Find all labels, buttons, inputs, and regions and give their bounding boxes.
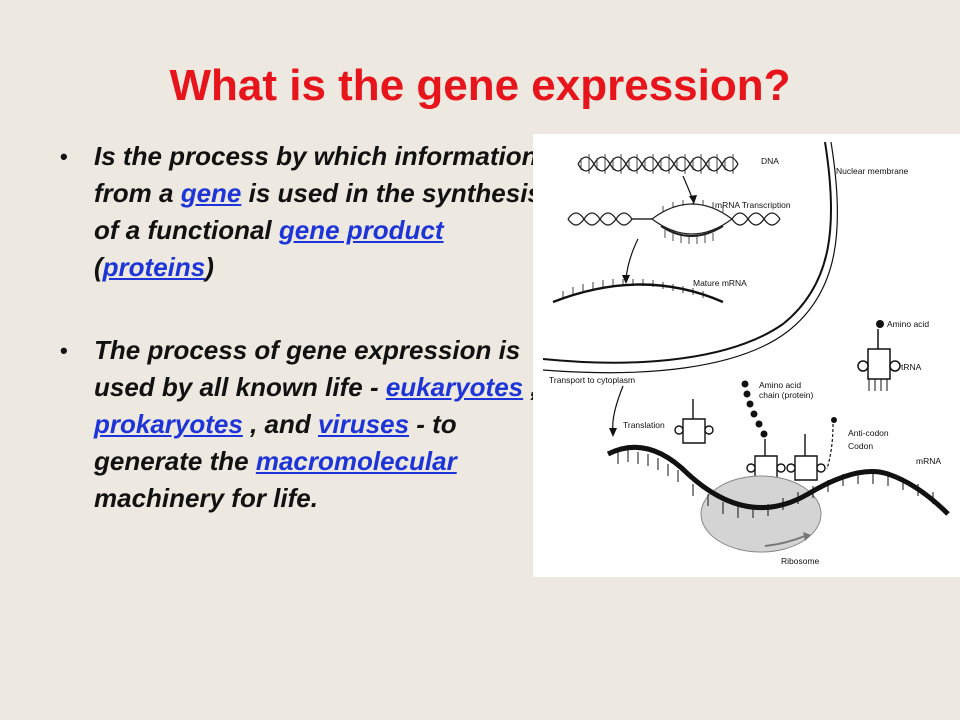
label-dna: DNA [761,156,779,166]
bullet-text: ) [205,252,214,282]
bullet-text: ( [94,252,103,282]
trna-on-mrna-icon [674,399,826,481]
arrow-head-icon [609,428,617,437]
gene-expression-diagram: DNA Nuclear membrane mRNA Transcription [533,134,960,577]
bullet-item-definition: • Is the process by which information fr… [60,138,560,286]
bullet-text: Is the process by which information from… [94,141,538,208]
bullet-text: machinery for life. [94,483,318,513]
label-amino-acid-chain-1: Amino acid [759,380,801,390]
arrow-ribosome-direction [764,535,806,547]
bullet-dot-icon: • [60,144,68,169]
link-proteins[interactable]: proteins [102,252,206,282]
label-amino-acid-chain-2: chain (protein) [759,390,814,400]
bullet-text: , and [242,409,318,439]
label-trna: tRNA [901,362,922,372]
bullet-text: The process of gene expression is used b… [94,335,521,402]
link-viruses[interactable]: viruses [317,409,410,439]
amino-acid-icon [876,320,884,328]
label-codon: Codon [848,441,873,451]
trna-icon [857,329,901,391]
label-transport: Transport to cytoplasm [549,375,635,385]
link-macromolecular[interactable]: macromolecular [255,446,457,476]
nuclear-membrane-outer [542,141,833,364]
link-gene-product[interactable]: gene product [278,215,444,245]
arrow-incoming-trna [826,423,834,470]
label-ribosome: Ribosome [781,556,820,566]
transcription-bubble-icon [567,199,781,244]
diagram-svg: DNA Nuclear membrane mRNA Transcription [542,141,950,566]
link-eukaryotes[interactable]: eukaryotes [385,372,524,402]
amino-acid-icon [831,417,837,423]
label-anti-codon: Anti-codon [848,428,889,438]
link-gene[interactable]: gene [180,178,242,208]
arrow-transport [612,385,624,432]
label-nuclear-membrane: Nuclear membrane [836,166,909,176]
slide-title: What is the gene expression? [169,61,791,110]
arrow-head-icon [803,532,811,541]
nuclear-membrane-inner [542,141,839,374]
label-mrna-transcription: mRNA Transcription [715,200,791,210]
label-amino-acid: Amino acid [887,319,929,329]
mature-mrna-icon [552,279,724,304]
mrna-strand-icon [606,444,950,518]
bullet-item-usage: • The process of gene expression is used… [60,332,560,517]
arrow-head-icon [622,275,630,284]
bullet-text: is used in the synthesis of a functional [94,178,542,245]
bullet-dot-icon: • [60,338,68,363]
label-translation: Translation [623,420,665,430]
ribosome-icon [700,475,822,553]
label-mature-mrna: Mature mRNA [693,278,747,288]
bullet-text: - to generate the [94,409,457,476]
dna-helix-icon [577,154,739,174]
bullet-list: • Is the process by which information fr… [60,138,560,517]
link-prokaryotes[interactable]: prokaryotes [94,409,243,439]
amino-acid-chain-icon [741,380,768,438]
arrow-mature [625,238,639,280]
label-mrna: mRNA [916,456,941,466]
